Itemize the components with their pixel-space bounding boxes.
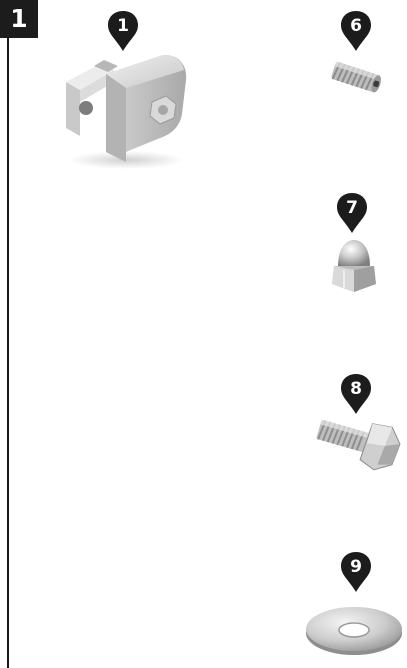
hex-bolt-icon — [310, 412, 402, 482]
margin-rule — [7, 0, 9, 668]
part-number-6: 6 — [339, 13, 373, 39]
acorn-cap-nut-icon — [326, 236, 382, 302]
flat-washer-icon — [303, 600, 405, 662]
part-marker-1: 1 — [106, 9, 140, 53]
part-number-9: 9 — [339, 554, 373, 580]
part-number-1: 1 — [106, 13, 140, 39]
part-marker-6: 6 — [339, 9, 373, 53]
part-number-7: 7 — [335, 195, 369, 221]
step-number-badge: 1 — [0, 0, 38, 38]
set-screw-icon — [326, 56, 384, 104]
part-marker-7: 7 — [335, 191, 369, 235]
part-marker-9: 9 — [339, 550, 373, 594]
part-number-8: 8 — [339, 376, 373, 402]
step-number: 1 — [10, 4, 27, 33]
part-marker-8: 8 — [339, 372, 373, 416]
bracket-clevis-icon — [56, 52, 190, 174]
